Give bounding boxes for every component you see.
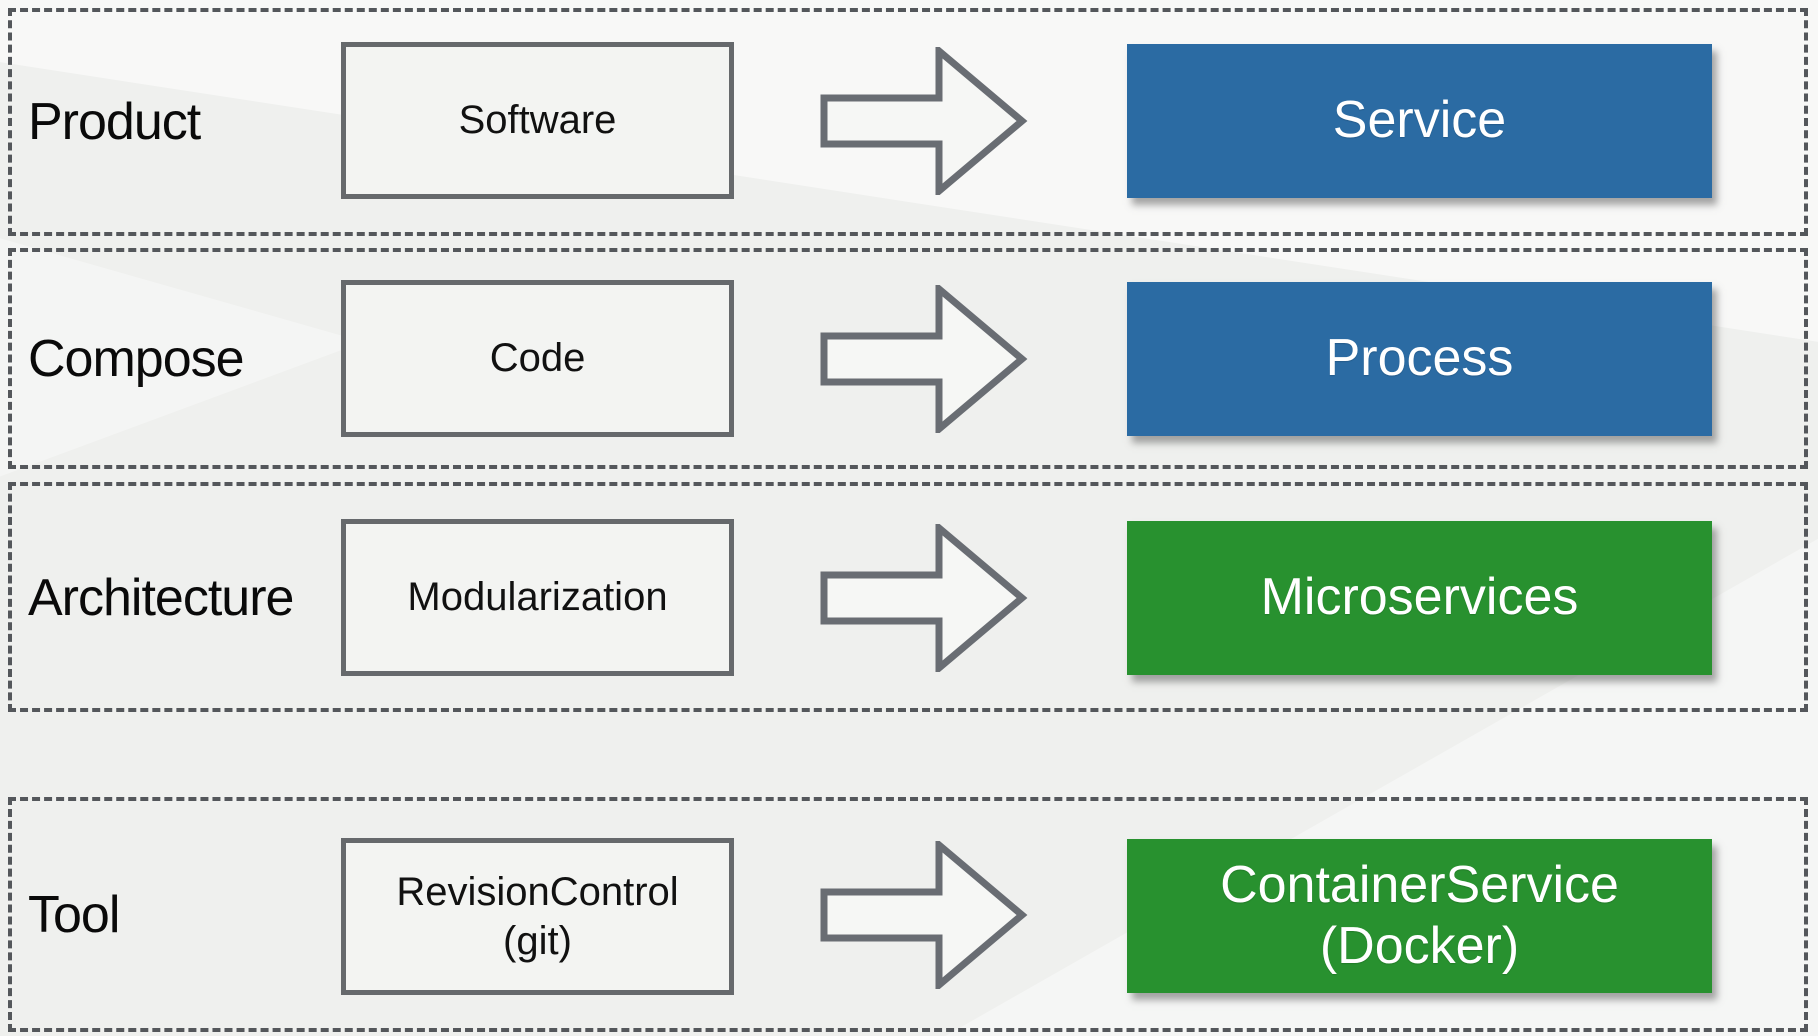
- source-box-label-line2: (git): [503, 918, 572, 963]
- arrow-shape: [820, 524, 1028, 672]
- source-box-code: Code: [341, 280, 734, 437]
- target-box-label: ContainerService: [1220, 855, 1619, 914]
- target-box-microservices: Microservices: [1127, 521, 1712, 675]
- target-box-label: Process: [1325, 329, 1514, 388]
- row-label-tool: Tool: [28, 886, 120, 944]
- source-box-label: Code: [489, 336, 586, 381]
- row-label-product: Product: [28, 93, 201, 151]
- section-compose: [8, 248, 1808, 469]
- source-box-software: Software: [341, 42, 734, 199]
- section-tool: [8, 797, 1808, 1032]
- arrow-shape: [820, 841, 1028, 989]
- section-product: [8, 8, 1808, 236]
- source-box-label: RevisionControl: [396, 869, 679, 914]
- target-box-service: Service: [1127, 44, 1712, 198]
- target-box-process: Process: [1127, 282, 1712, 436]
- source-box-revision-control: RevisionControl (git): [341, 838, 734, 995]
- target-box-container-service: ContainerService (Docker): [1127, 839, 1712, 993]
- right-block-arrow-icon: [820, 841, 1028, 989]
- source-box-label: Software: [458, 98, 617, 143]
- right-block-arrow-icon: [820, 285, 1028, 433]
- target-box-label: Microservices: [1260, 568, 1579, 627]
- section-architecture: [8, 482, 1808, 712]
- target-box-label-line2: (Docker): [1319, 917, 1520, 975]
- source-box-label: Modularization: [407, 575, 668, 620]
- target-box-label: Service: [1332, 91, 1507, 150]
- right-block-arrow-icon: [820, 524, 1028, 672]
- source-box-modularization: Modularization: [341, 519, 734, 676]
- arrow-shape: [820, 285, 1028, 433]
- row-label-architecture: Architecture: [28, 569, 294, 627]
- arrow-shape: [820, 47, 1028, 195]
- row-label-compose: Compose: [28, 330, 245, 388]
- right-block-arrow-icon: [820, 47, 1028, 195]
